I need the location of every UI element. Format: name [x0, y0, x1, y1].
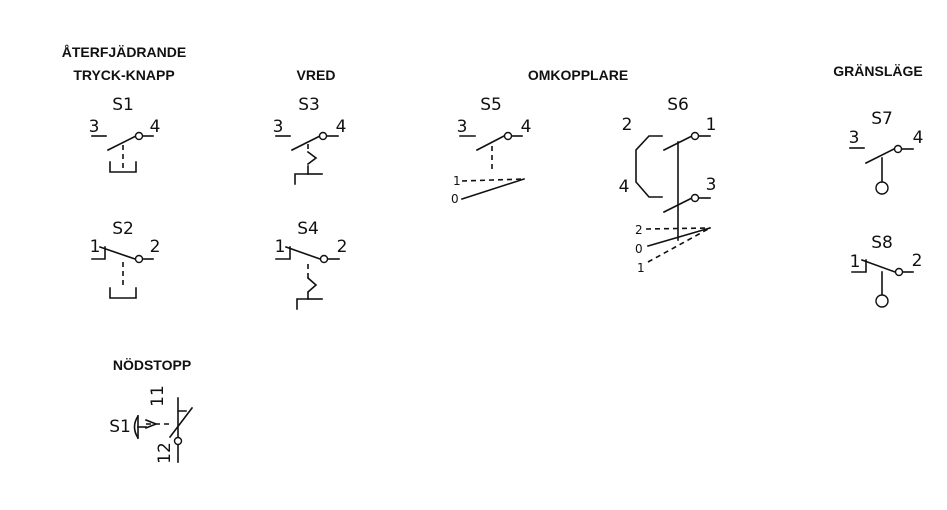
- header-omkopplare: OMKOPPLARE: [528, 67, 628, 83]
- symbol-s8: S8 1 2: [850, 233, 923, 308]
- s3-label: S3: [298, 95, 320, 115]
- s5-terminal-right: 4: [521, 117, 532, 137]
- s3-terminal-left: 3: [273, 117, 284, 137]
- s8-terminal-left: 1: [850, 252, 861, 272]
- s7-label: S7: [871, 109, 893, 129]
- symbol-s3: S3 3 4: [273, 95, 347, 185]
- s6-position-1: 1: [637, 261, 645, 275]
- symbol-nodstopp: S1 11 12: [109, 385, 194, 464]
- s6-position-0: 0: [635, 242, 643, 256]
- s2-label: S2: [112, 219, 134, 239]
- s6-position-2: 2: [635, 223, 643, 237]
- nodstopp-terminal-top: 11: [148, 385, 168, 407]
- s6-label: S6: [667, 95, 689, 115]
- s1-terminal-left: 3: [89, 117, 100, 137]
- nodstopp-terminal-bottom: 12: [155, 442, 175, 464]
- s1-terminal-right: 4: [150, 117, 161, 137]
- s3-terminal-right: 4: [336, 117, 347, 137]
- s5-position-0: 0: [451, 192, 459, 206]
- s6-terminal-2: 2: [622, 115, 633, 135]
- s6-terminal-3: 3: [706, 175, 717, 195]
- s1-label: S1: [112, 95, 134, 115]
- symbol-s6: S6 2 1 4 3 2 0 1: [619, 95, 717, 275]
- s7-terminal-left: 3: [849, 128, 860, 148]
- symbol-s7: S7 3 4: [849, 109, 924, 195]
- nodstopp-label: S1: [109, 417, 131, 437]
- header-vred: VRED: [297, 67, 336, 83]
- s8-terminal-right: 2: [912, 251, 923, 271]
- symbol-s1: S1 3 4: [89, 95, 161, 173]
- s4-terminal-right: 2: [337, 237, 348, 257]
- s2-terminal-left: 1: [90, 237, 101, 257]
- s4-label: S4: [297, 219, 319, 239]
- s7-terminal-right: 4: [913, 128, 924, 148]
- symbol-s4: S4 1 2: [275, 219, 348, 310]
- s5-label: S5: [480, 95, 502, 115]
- s4-terminal-left: 1: [275, 237, 286, 257]
- header-nodstopp: NÖDSTOPP: [113, 357, 191, 373]
- header-aterfjadrande-line2: TRYCK-KNAPP: [73, 67, 174, 83]
- s5-terminal-left: 3: [457, 117, 468, 137]
- symbol-s2: S2 1 2: [90, 219, 161, 299]
- s6-terminal-4: 4: [619, 177, 630, 197]
- header-aterfjadrande-line1: ÅTERFJÄDRANDE: [62, 44, 186, 60]
- s2-terminal-right: 2: [150, 237, 161, 257]
- symbol-s5: S5 3 4 1 0: [451, 95, 531, 206]
- s8-label: S8: [871, 233, 893, 253]
- header-granslage: GRÄNSLÄGE: [833, 63, 922, 79]
- s5-position-1: 1: [453, 174, 461, 188]
- s6-terminal-1: 1: [706, 115, 717, 135]
